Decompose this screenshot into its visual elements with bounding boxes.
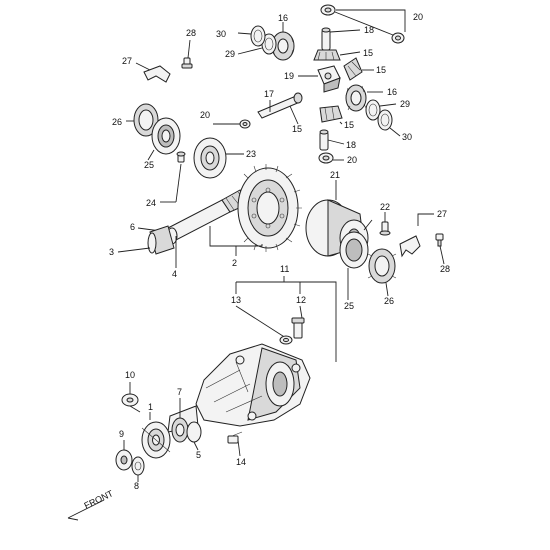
- front-direction-arrow-icon: [67, 499, 105, 521]
- differential-carrier-housing: [167, 343, 311, 433]
- side-gear-shim-right: [377, 109, 393, 131]
- pinion-bearing-flange: [193, 137, 227, 179]
- companion-flange: [141, 421, 171, 459]
- callout-9: 9: [119, 429, 124, 439]
- callout-15-shaft: 15: [292, 124, 302, 134]
- callout-30-top: 30: [216, 29, 226, 39]
- callout-6: 6: [130, 222, 135, 232]
- callout-25-left: 25: [144, 160, 154, 170]
- thrust-washer-top: [320, 4, 336, 16]
- side-bearing-inner-left: [151, 117, 181, 155]
- callout-17: 17: [264, 89, 274, 99]
- case-bolt: [379, 221, 391, 236]
- callout-12: 12: [296, 295, 306, 305]
- callout-14: 14: [236, 457, 246, 467]
- callout-1: 1: [148, 402, 153, 412]
- retainer-bolt: [176, 151, 186, 163]
- callout-27-top: 27: [122, 56, 132, 66]
- callout-29-top: 29: [225, 49, 235, 59]
- callout-18-bottom: 18: [346, 140, 356, 150]
- pinion-gear-bottom: [319, 105, 343, 123]
- pinion-nut: [115, 449, 133, 471]
- companion-flange-nut-cap: [121, 393, 139, 407]
- callout-28-right: 28: [440, 264, 450, 274]
- callout-21: 21: [330, 170, 340, 180]
- callout-2: 2: [232, 258, 237, 268]
- front-label: FRONT: [82, 488, 115, 511]
- thrust-washer-right: [391, 32, 405, 44]
- drive-pinion: [167, 189, 249, 241]
- thrust-washer-bottom: [318, 152, 334, 164]
- side-bearing-outer-right: [367, 248, 397, 284]
- carrier-bolt-washer: [279, 335, 293, 345]
- callout-15-right: 15: [376, 65, 386, 75]
- bracket-bolt-top: [181, 57, 193, 69]
- callout-29-right: 29: [400, 99, 410, 109]
- callout-5: 5: [196, 450, 201, 460]
- callout-16-top: 16: [278, 13, 288, 23]
- callout-7: 7: [177, 387, 182, 397]
- side-gear-shim-top: [250, 25, 266, 47]
- callout-20-left: 20: [200, 110, 210, 120]
- callout-30-right: 30: [402, 132, 412, 142]
- side-gear-washer-right: [365, 99, 381, 121]
- side-gear-right: [345, 84, 367, 112]
- pinion-shaft-pin-bottom: [319, 129, 329, 151]
- callout-25-right: 25: [344, 301, 354, 311]
- side-gear-washer-top: [261, 33, 277, 55]
- callout-11: 11: [280, 264, 289, 274]
- mounting-bracket-right: [399, 235, 421, 258]
- pinion-gear-top: [313, 49, 341, 61]
- callout-24: 24: [146, 198, 156, 208]
- callout-10: 10: [125, 370, 135, 380]
- callout-26-right: 26: [384, 296, 394, 306]
- callout-15-top: 15: [363, 48, 373, 58]
- callout-8: 8: [134, 481, 139, 491]
- carrier-bolt: [291, 317, 305, 339]
- callout-28-top: 28: [186, 28, 196, 38]
- drain-plug-bolt: [227, 431, 243, 444]
- callout-26-left: 26: [112, 117, 122, 127]
- pinion-front-bearing: [186, 421, 202, 443]
- side-bearing-outer-left: [133, 103, 159, 137]
- side-gear-top: [271, 31, 295, 61]
- callout-20-top: 20: [413, 12, 423, 22]
- callout-20-bottom: 20: [347, 155, 357, 165]
- thrust-washer-left: [239, 119, 251, 129]
- callout-27-right: 27: [437, 209, 447, 219]
- differential-pinion-shaft-long: [257, 92, 303, 119]
- callout-22: 22: [380, 202, 390, 212]
- differential-pinion-shaft-block: [317, 65, 341, 93]
- callout-19: 19: [284, 71, 294, 81]
- oil-seal: [171, 417, 189, 443]
- callout-23: 23: [246, 149, 256, 159]
- callout-18-top: 18: [364, 25, 374, 35]
- callout-3: 3: [109, 247, 114, 257]
- ring-gear: [237, 164, 302, 252]
- mounting-bracket-top: [143, 65, 171, 83]
- callout-16-right: 16: [387, 87, 397, 97]
- callout-15-bottom: 15: [344, 120, 354, 130]
- callout-4: 4: [172, 269, 177, 279]
- side-bearing-inner-right: [339, 231, 369, 269]
- pinion-washer: [131, 456, 145, 476]
- callout-13: 13: [231, 295, 241, 305]
- pinion-gear-right: [343, 57, 363, 81]
- pinion-shaft-pin-top: [321, 27, 331, 51]
- bracket-bolt-right: [435, 233, 444, 247]
